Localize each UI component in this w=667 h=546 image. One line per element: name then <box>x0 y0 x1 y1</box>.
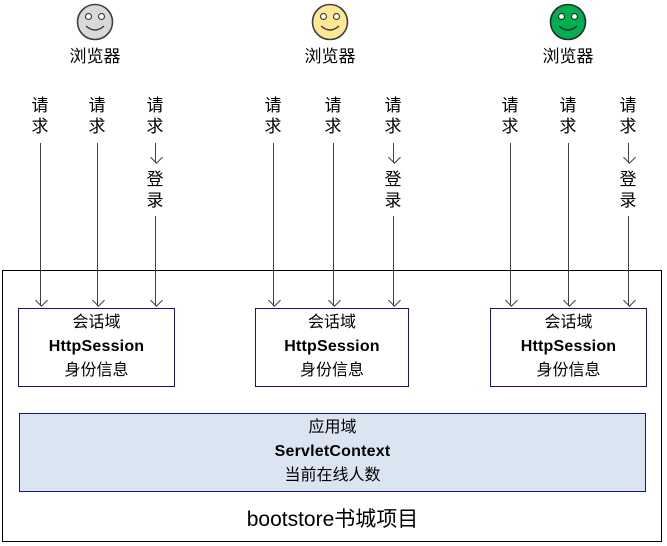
httpsession-label: HttpSession <box>284 338 380 355</box>
servletcontext-label: ServletContext <box>274 443 391 460</box>
request-arrow <box>510 143 511 306</box>
request-arrow-short <box>155 143 156 163</box>
request-label: 请求 <box>146 96 164 136</box>
request-arrow <box>97 143 98 306</box>
session-scope-label: 会话域 <box>72 314 121 331</box>
login-arrow <box>155 216 156 306</box>
browser-label-3: 浏览器 <box>542 47 594 66</box>
app-scope-label: 应用域 <box>308 419 357 436</box>
identity-info-label: 身份信息 <box>299 362 364 379</box>
login-label: 登录 <box>146 170 164 210</box>
request-label: 请求 <box>619 96 637 136</box>
request-label: 请求 <box>324 96 342 136</box>
project-title: bootstore书城项目 <box>246 508 419 531</box>
login-label: 登录 <box>384 170 402 210</box>
session-box-1: 会话域 HttpSession 身份信息 <box>18 308 175 387</box>
browser-label-2: 浏览器 <box>304 47 356 66</box>
session-box-2: 会话域 HttpSession 身份信息 <box>255 308 409 387</box>
smiley-face-icon <box>76 3 114 41</box>
smiley-face-icon <box>549 3 587 41</box>
request-label: 请求 <box>384 96 402 136</box>
browser-icon-1 <box>76 3 114 41</box>
httpsession-label: HttpSession <box>48 338 145 355</box>
request-arrow-short <box>393 143 394 163</box>
session-scope-label: 会话域 <box>307 314 356 331</box>
online-count-label: 当前在线人数 <box>284 467 381 484</box>
identity-info-label: 身份信息 <box>536 362 601 379</box>
browser-icon-3 <box>549 3 587 41</box>
request-arrow <box>273 143 274 306</box>
request-arrow <box>40 143 41 306</box>
request-arrow <box>568 143 569 306</box>
request-label: 请求 <box>31 96 49 136</box>
browser-label-1: 浏览器 <box>69 47 121 66</box>
application-scope-box: 应用域 ServletContext 当前在线人数 <box>19 413 646 492</box>
request-label: 请求 <box>501 96 519 136</box>
request-arrow-short <box>628 143 629 163</box>
login-label: 登录 <box>619 170 637 210</box>
request-arrow <box>333 143 334 306</box>
login-arrow <box>628 216 629 306</box>
login-arrow <box>393 216 394 306</box>
session-box-3: 会话域 HttpSession 身份信息 <box>490 308 647 387</box>
session-scope-label: 会话域 <box>544 314 593 331</box>
httpsession-label: HttpSession <box>520 338 617 355</box>
request-label: 请求 <box>264 96 282 136</box>
identity-info-label: 身份信息 <box>64 362 129 379</box>
smiley-face-icon <box>311 3 349 41</box>
request-label: 请求 <box>559 96 577 136</box>
browser-icon-2 <box>311 3 349 41</box>
request-label: 请求 <box>88 96 106 136</box>
